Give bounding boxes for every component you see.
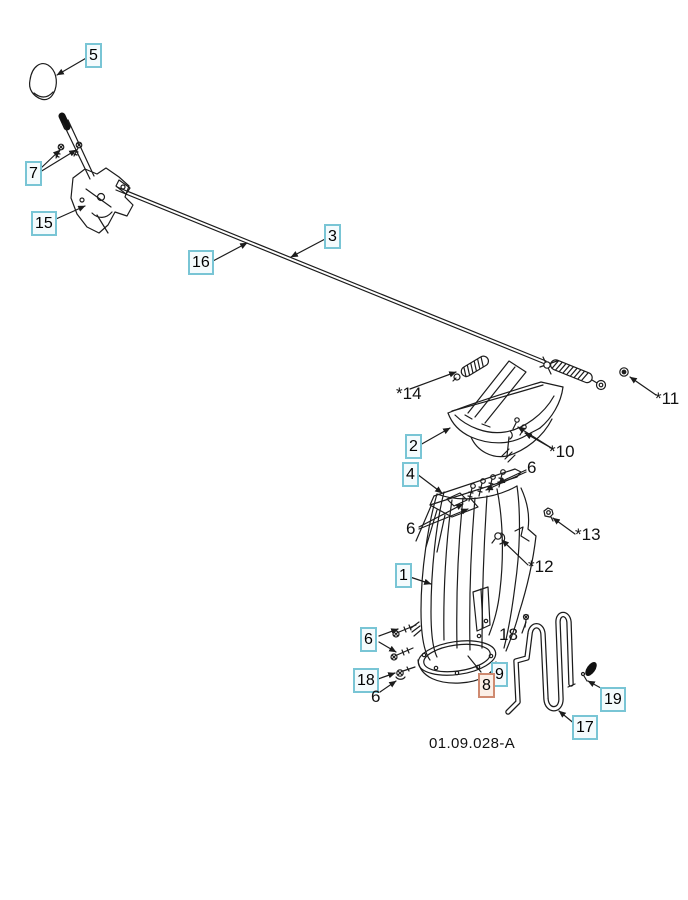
label-part-18-right: 18 [499,625,518,644]
label-part-10: *10 [549,442,575,461]
callout-part-8-highlighted[interactable]: 8 [478,673,495,698]
callout-part-16[interactable]: 16 [188,250,214,275]
label-part-6-left: 6 [406,519,416,538]
callout-part-6-screws[interactable]: 6 [360,627,377,652]
label-part-6-top: 6 [527,458,537,477]
label-part-11: *11 [655,389,680,408]
spring-drawing [452,355,490,382]
callout-part-15[interactable]: 15 [31,211,57,236]
callout-part-4[interactable]: 4 [402,462,419,487]
callout-part-17[interactable]: 17 [572,715,598,740]
crank-bracket-drawing [505,611,576,715]
flange-nut-13-drawing [543,507,554,522]
callout-part-2[interactable]: 2 [405,434,422,459]
grip-knob-drawing [580,662,597,682]
leader-lines [39,56,657,726]
drawing-code: 01.09.028-A [429,735,516,752]
callout-part-18-left[interactable]: 18 [353,668,379,693]
control-rod-drawing [115,186,607,391]
retainer-clip-drawing [491,532,506,545]
callout-part-7[interactable]: 7 [25,161,42,186]
shift-knob-drawing [28,63,57,101]
label-part-12: *12 [528,557,554,576]
flange-nut-11-drawing [619,367,629,377]
lower-screws-drawing [390,624,417,680]
callout-part-1[interactable]: 1 [395,563,412,588]
label-part-13: *13 [575,525,601,544]
deflector-drawing [447,360,564,463]
shift-lever-bracket-drawing [58,112,134,234]
callout-part-19[interactable]: 19 [600,687,626,712]
callout-part-3[interactable]: 3 [324,224,341,249]
callout-part-5[interactable]: 5 [85,43,102,68]
label-part-6-bottom: 6 [371,687,381,706]
ring-screws-drawing [467,469,506,502]
label-part-14: *14 [396,384,422,403]
